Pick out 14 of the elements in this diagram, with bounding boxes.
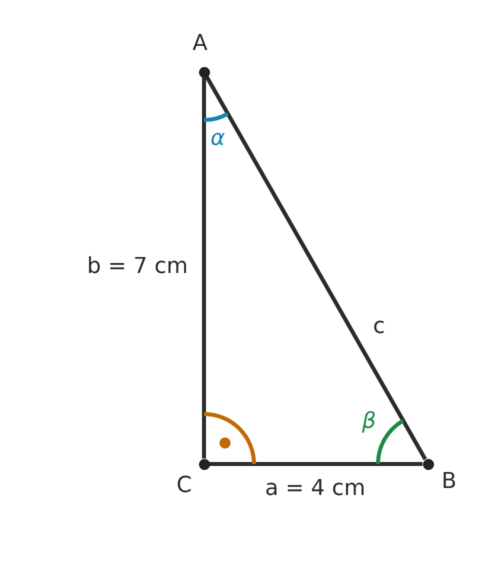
vertex-point <box>198 458 210 470</box>
side-length-label: b = 7 cm <box>87 254 188 280</box>
triangle-side <box>210 462 422 466</box>
vertex-label: C <box>176 473 192 499</box>
angle-label: α <box>210 126 226 152</box>
side-length-label: c <box>373 314 386 340</box>
vertex-label: A <box>192 31 208 57</box>
angle-label: β <box>362 409 376 435</box>
vertex-point <box>198 66 210 78</box>
vertex-point <box>422 458 434 470</box>
triangle-side <box>205 76 427 460</box>
triangle-side <box>202 78 206 458</box>
vertex-label: B <box>442 469 457 495</box>
side-length-label: a = 4 cm <box>265 476 366 502</box>
